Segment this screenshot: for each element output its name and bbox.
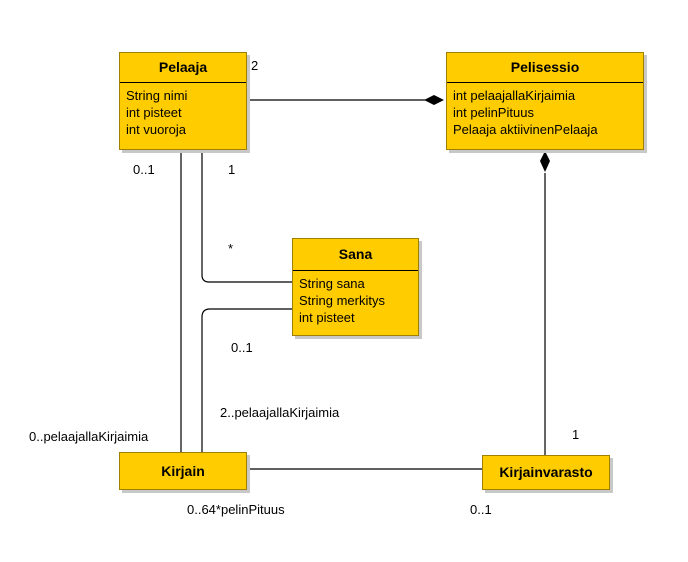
attribute: int pisteet [126, 105, 182, 120]
attribute: int vuoroja [126, 122, 186, 137]
class-kirjainvarasto-name: Kirjainvarasto [499, 464, 593, 480]
class-kirjainvarasto[interactable]: Kirjainvarasto [482, 455, 610, 490]
class-sana[interactable]: Sana String sana String merkitys int pis… [292, 238, 419, 336]
composition-diamond-pelisessio-left [424, 95, 444, 105]
class-kirjain-name: Kirjain [161, 463, 205, 479]
multiplicity-sana-kirjain-bottom: 2..pelaajallaKirjaimia [220, 405, 340, 420]
attribute: String merkitys [299, 293, 385, 308]
multiplicity-kirjain-kirjainvarasto-right: 0..1 [470, 502, 492, 517]
class-pelisessio[interactable]: Pelisessio int pelaajallaKirjaimia int p… [446, 52, 644, 150]
composition-diamond-pelisessio-bottom [540, 151, 550, 172]
class-sana-name: Sana [293, 239, 418, 271]
attribute: int pelinPituus [453, 105, 534, 120]
class-pelisessio-attributes: int pelaajallaKirjaimia int pelinPituus … [447, 83, 643, 138]
multiplicity-pelaaja-kirjain-bottom: 0..pelaajallaKirjaimia [29, 429, 149, 444]
attribute: Pelaaja aktiivinenPelaaja [453, 122, 598, 137]
multiplicity-pelaaja-pelisessio: 2 [251, 58, 259, 73]
sana-kirjain-line [201, 308, 292, 452]
attribute: int pelaajallaKirjaimia [453, 88, 576, 103]
class-pelisessio-name: Pelisessio [447, 53, 643, 83]
pelaaja-sana-line [201, 150, 292, 283]
multiplicity-pelaaja-sana-bottom: * [228, 241, 234, 256]
class-sana-attributes: String sana String merkitys int pisteet [293, 271, 418, 326]
attribute: String nimi [126, 88, 188, 103]
class-pelaaja-attributes: String nimi int pisteet int vuoroja [120, 83, 246, 138]
multiplicity-kirjain-kirjainvarasto-left: 0..64*pelinPituus [187, 502, 285, 517]
multiplicity-pelaaja-kirjain-top: 0..1 [133, 162, 155, 177]
multiplicity-pelisessio-kirjainvarasto: 1 [572, 427, 580, 442]
class-pelaaja-name: Pelaaja [120, 53, 246, 83]
attribute: String sana [299, 276, 365, 291]
multiplicity-sana-kirjain-top: 0..1 [231, 340, 253, 355]
attribute: int pisteet [299, 310, 355, 325]
multiplicity-pelaaja-sana-top: 1 [228, 162, 236, 177]
class-pelaaja[interactable]: Pelaaja String nimi int pisteet int vuor… [119, 52, 247, 150]
class-kirjain[interactable]: Kirjain [119, 452, 247, 490]
